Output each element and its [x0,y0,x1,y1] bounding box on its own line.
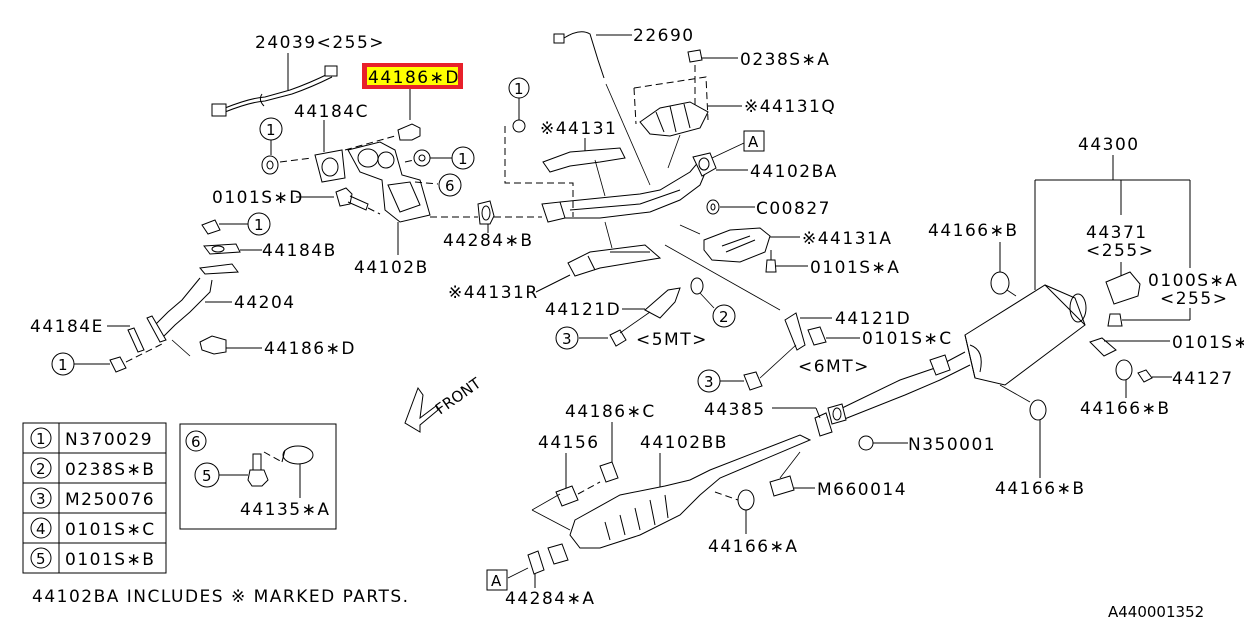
circle-ref-6: 6 [445,177,455,195]
heat-shield-44131: 1 ※44131 [504,77,626,217]
manifold-assembly: 44184C 1 1 6 0101S∗D [212,102,475,278]
muffler-44300: 44300 44371 <255> 0100S∗A <255> 44166∗B … [928,135,1244,499]
rear-catalyst-44102BB: 44186∗C 44156 44102BB A 44284∗A M660014 … [486,402,907,609]
callout-44131R[interactable]: ※44131R [448,283,539,303]
legend-key: 3 [36,490,46,508]
circle-ref-1: 1 [254,216,264,234]
callout-44184B[interactable]: 44184B [262,241,337,261]
callout-44102BB[interactable]: 44102BB [640,433,728,453]
highlighted-callout-44186D[interactable]: 44186∗D [362,63,463,120]
callout-44121D-6MT[interactable]: 44121D [835,309,911,329]
circle-ref-3: 3 [704,373,714,391]
front-label: FRONT [432,374,485,419]
callout-0101SC[interactable]: 0101S∗C [862,329,953,349]
label-6MT: <6MT> [798,357,870,377]
label-44371-255: <255> [1086,241,1154,261]
callout-44186C[interactable]: 44186∗C [565,402,656,422]
callout-C00827[interactable]: C00827 [756,199,831,219]
legend-key: 4 [36,520,46,538]
legend-part[interactable]: 0101S∗B [65,550,155,570]
drawing-id: A440001352 [1108,603,1204,621]
legend-row: 5 0101S∗B [30,547,155,570]
circle-ref-3: 3 [562,330,572,348]
gasket-44284B: 44284∗B [430,200,542,251]
legend-part[interactable]: M250076 [65,490,155,510]
callout-44166B-top[interactable]: 44166∗B [928,221,1019,241]
callout-44131[interactable]: ※44131 [540,119,617,139]
callout-0101SD[interactable]: 0101S∗D [212,188,304,208]
legend-part[interactable]: N370029 [65,430,153,450]
legend-key: 2 [36,460,46,478]
heat-shield-44131R: ※44131R [448,221,662,303]
callout-22690[interactable]: 22690 [633,26,695,46]
callout-44385[interactable]: 44385 [704,400,766,420]
callout-0100SA[interactable]: 0100S∗A [1148,271,1238,291]
callout-44131Q[interactable]: ※44131Q [744,97,836,117]
callout-44184C[interactable]: 44184C [294,102,369,122]
center-pipe: 44385 N350001 [704,351,996,455]
label-5MT: <5MT> [636,330,708,350]
callout-44300[interactable]: 44300 [1078,135,1140,155]
heat-shield-44131A: ※44131A 0101S∗A [679,224,900,278]
callout-44186D-top[interactable]: 44186∗D [368,68,460,88]
includes-note: 44102BA INCLUDES ※ MARKED PARTS. [32,587,410,607]
o2-sensor-22690: 22690 [553,26,695,186]
legend-row: 3 M250076 [30,487,155,510]
front-direction-arrow: FRONT [404,374,485,433]
inset-key: 6 [191,433,201,451]
callout-44131A[interactable]: ※44131A [802,229,892,249]
downpipe-44204: 1 44184B 44204 44184E 1 44186∗D [30,212,356,376]
label-0100SA-255: <255> [1160,289,1228,309]
circle-ref-1: 1 [266,121,276,139]
legend-row: 4 0101S∗C [30,517,156,540]
callout-N350001[interactable]: N350001 [908,435,996,455]
callout-0101SA[interactable]: 0101S∗A [810,258,900,278]
ref-A: A [748,133,759,151]
callout-44184E[interactable]: 44184E [30,317,104,337]
inset-sub-key: 5 [202,467,212,485]
callout-44102B[interactable]: 44102B [354,258,429,278]
legend-key: 1 [36,430,46,448]
callout-0238SA[interactable]: 0238S∗A [740,50,830,70]
callout-44166A[interactable]: 44166∗A [708,537,798,557]
callout-44102BA[interactable]: 44102BA [750,162,838,182]
callout-44166B-bottom[interactable]: 44166∗B [1080,399,1171,419]
callout-44186D-bottom[interactable]: 44186∗D [264,339,356,359]
inset-clamp-6: 6 5 44135∗A [179,423,337,530]
callout-24039[interactable]: 24039<255> [255,33,385,53]
circle-ref-1: 1 [514,80,524,98]
heat-shield-44131Q: 0238S∗A ※44131Q [633,49,836,169]
bracket-44121D-5MT: 44121D 2 3 <5MT> [545,277,736,350]
front-pipe-44102BA: 44102BA A C00827 [541,130,838,223]
circle-ref-1: 1 [58,356,68,374]
legend-part[interactable]: 0238S∗B [65,460,155,480]
inset-part[interactable]: 44135∗A [240,500,330,520]
callout-44204[interactable]: 44204 [234,293,296,313]
callout-44284B[interactable]: 44284∗B [443,231,534,251]
legend-row: 2 0238S∗B [30,457,155,480]
circle-ref-2: 2 [719,308,729,326]
callout-44371[interactable]: 44371 [1086,223,1148,243]
legend-table: 1 N370029 2 0238S∗B 3 M250076 4 0101S∗C … [22,422,167,574]
ref-A: A [491,572,502,590]
harness-24039: 24039<255> [211,33,385,117]
callout-44156[interactable]: 44156 [538,433,600,453]
callout-M660014[interactable]: M660014 [817,480,907,500]
legend-row: 1 N370029 [30,427,153,450]
circle-ref-1: 1 [458,150,468,168]
callout-44166B-mid[interactable]: 44166∗B [995,479,1086,499]
callout-0101SE[interactable]: 0101S∗E [1172,333,1244,353]
legend-key: 5 [36,550,46,568]
callout-44121D-5MT[interactable]: 44121D [545,300,621,320]
callout-44284A[interactable]: 44284∗A [505,589,595,609]
bracket-44121D-6MT: 44121D 0101S∗C <6MT> 3 [664,244,953,393]
legend-part[interactable]: 0101S∗C [65,520,156,540]
callout-44127[interactable]: 44127 [1172,369,1234,389]
